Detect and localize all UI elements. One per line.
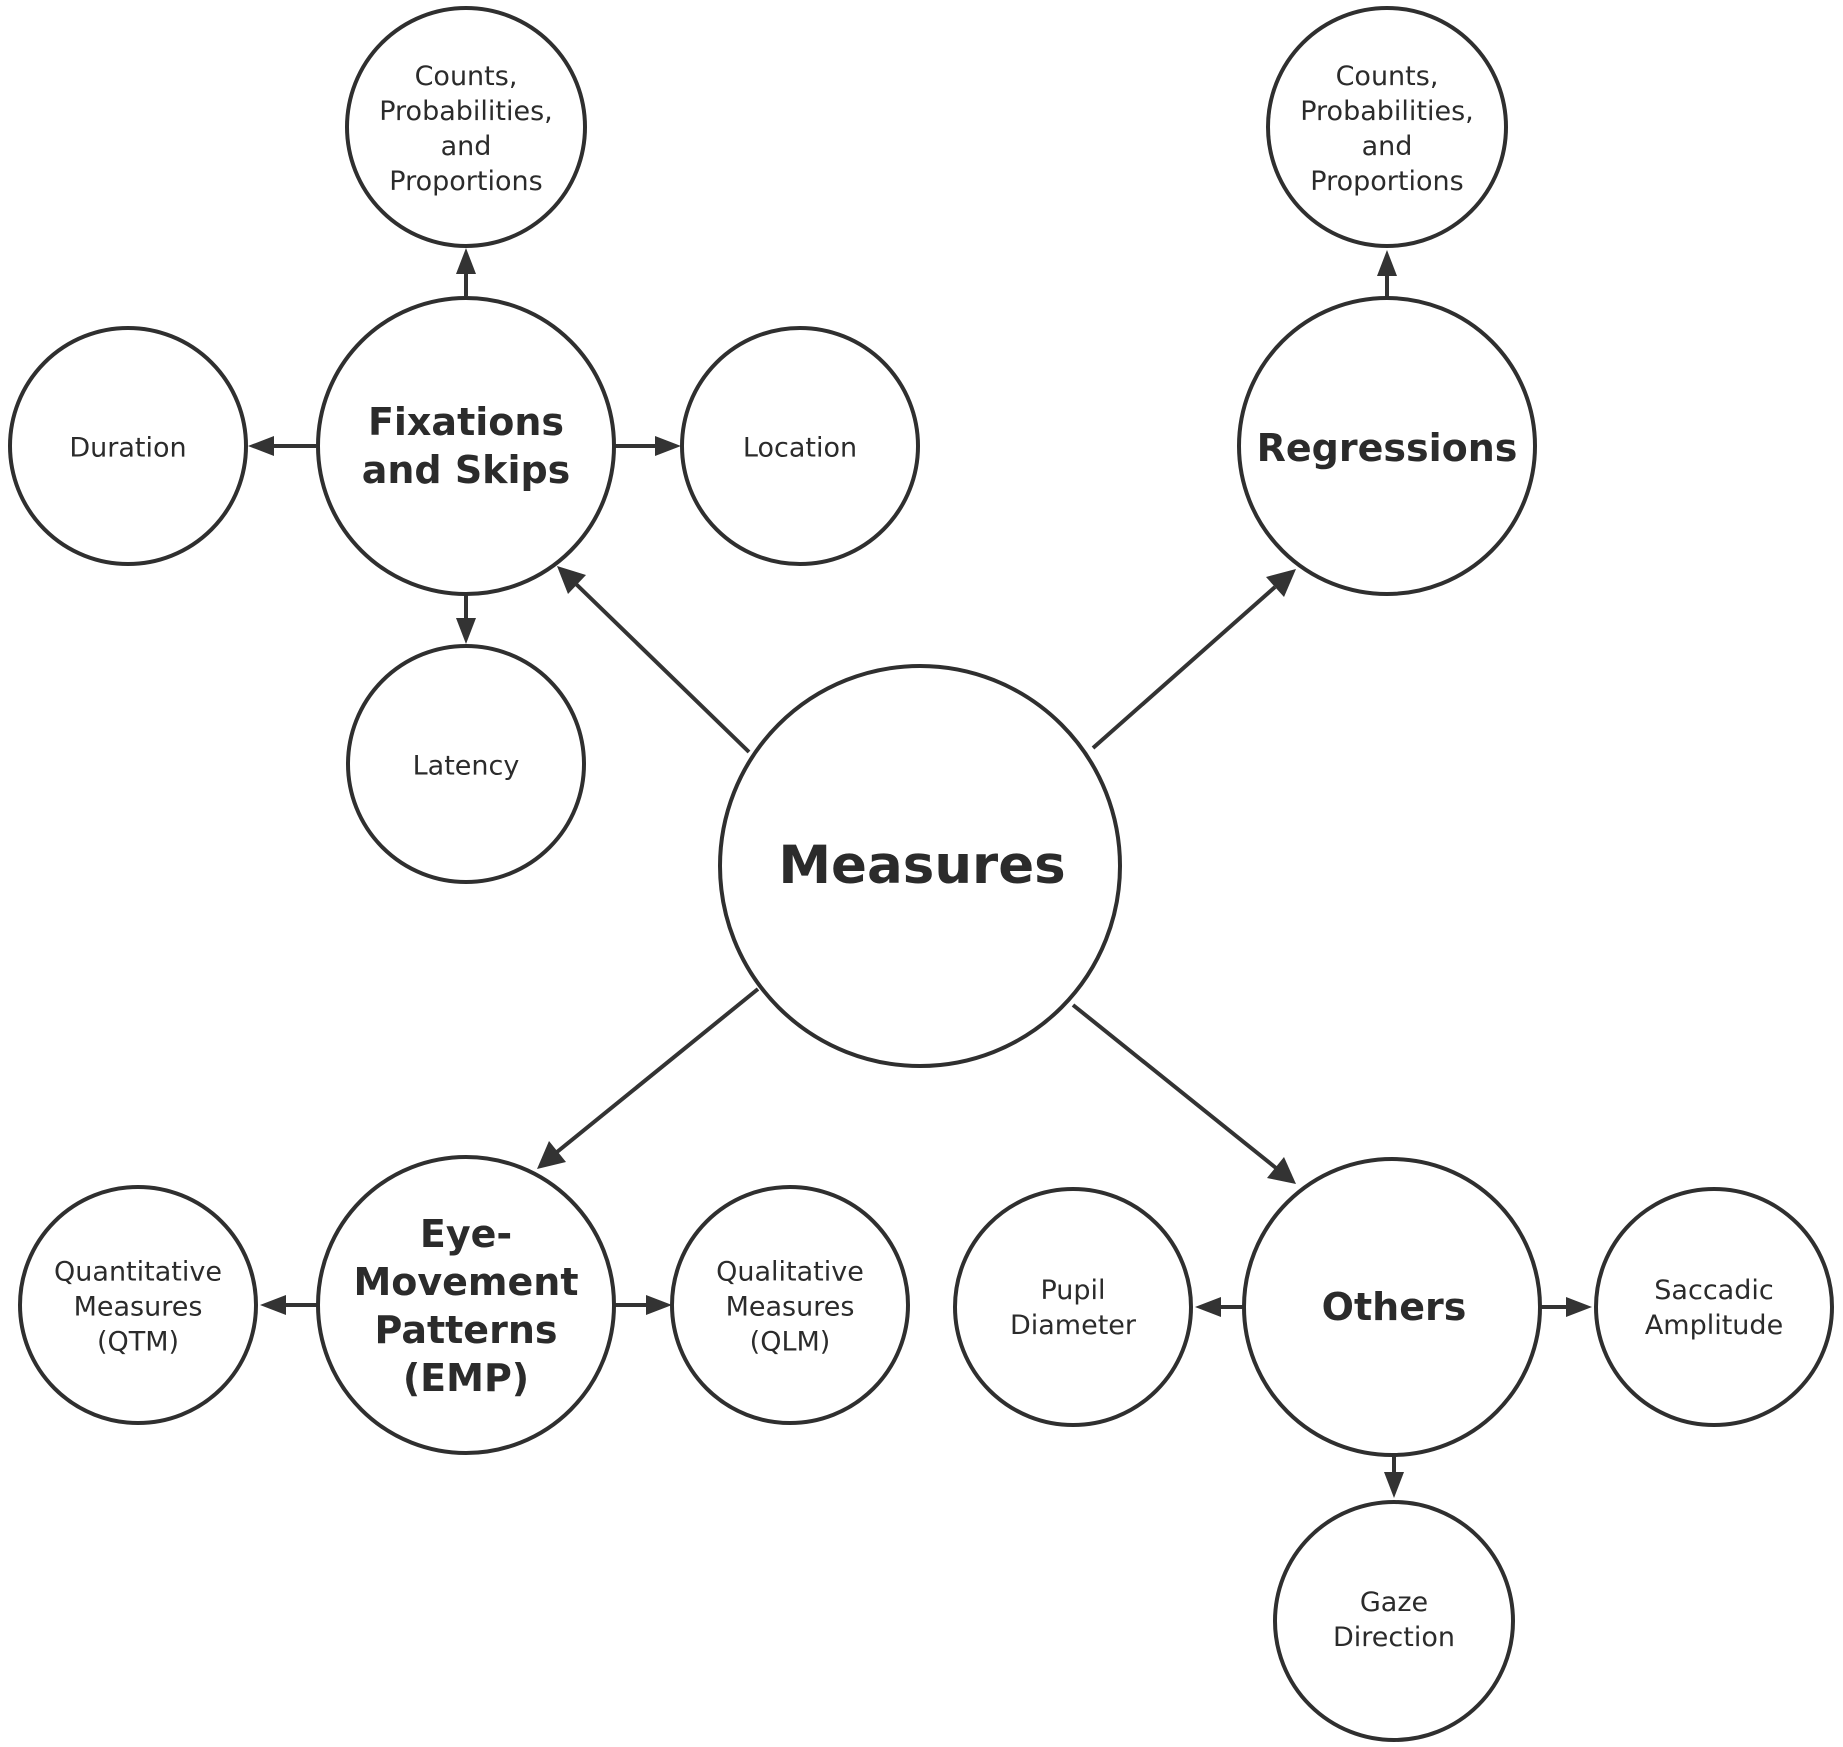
node-pupil-label: Pupil Diameter bbox=[1009, 1275, 1137, 1341]
node-measures-circle bbox=[718, 664, 1122, 1068]
arrow-emp-qtm bbox=[260, 1295, 286, 1315]
node-regressions-circle bbox=[1237, 296, 1537, 596]
node-fixations-label: Fixations and Skips bbox=[361, 400, 571, 492]
node-reg-counts-circle bbox=[1266, 6, 1508, 248]
arrow-others-pupil bbox=[1195, 1297, 1221, 1317]
edge-measures-fixations bbox=[574, 582, 751, 754]
node-saccadic-circle bbox=[1594, 1187, 1834, 1427]
node-others-label: Others bbox=[1321, 1285, 1467, 1329]
node-fixations-circle bbox=[316, 296, 616, 596]
node-measures-label: Measures bbox=[778, 835, 1066, 896]
arrow-measures-regressions bbox=[1266, 569, 1296, 597]
node-gaze-circle bbox=[1273, 1500, 1515, 1742]
arrow-fixations-counts bbox=[456, 248, 476, 274]
node-emp-label: Eye- Movement Patterns (EMP) bbox=[353, 1212, 579, 1400]
node-duration-label: Duration bbox=[69, 432, 187, 464]
node-qlm-label: Qualitative Measures (QLM) bbox=[716, 1256, 864, 1358]
node-fix-counts-circle bbox=[345, 6, 587, 248]
arrow-others-gaze bbox=[1384, 1472, 1404, 1498]
node-latency-label: Latency bbox=[412, 750, 520, 782]
node-location-label: Location bbox=[742, 432, 858, 464]
node-fix-counts-label: Counts, Probabilities, and Proportions bbox=[379, 61, 553, 197]
node-qtm-circle bbox=[18, 1185, 258, 1425]
node-reg-counts-label: Counts, Probabilities, and Proportions bbox=[1300, 61, 1474, 197]
edge-measures-emp bbox=[555, 987, 760, 1154]
edges bbox=[248, 248, 1592, 1498]
arrow-measures-others bbox=[1267, 1157, 1296, 1184]
node-saccadic-label: Saccadic Amplitude bbox=[1644, 1275, 1784, 1341]
edge-measures-regressions bbox=[1091, 585, 1277, 750]
node-duration-circle bbox=[8, 326, 248, 566]
arrow-regressions-counts bbox=[1377, 250, 1397, 276]
arrow-fixations-location bbox=[655, 436, 681, 456]
node-regressions-label: Regressions bbox=[1256, 426, 1518, 470]
arrow-others-saccadic bbox=[1566, 1297, 1592, 1317]
node-others-circle bbox=[1242, 1157, 1542, 1457]
arrow-measures-emp bbox=[537, 1141, 566, 1169]
arrow-fixations-latency bbox=[456, 618, 476, 644]
arrow-emp-qlm bbox=[646, 1295, 672, 1315]
node-emp-circle bbox=[316, 1155, 616, 1455]
node-pupil-circle bbox=[953, 1187, 1193, 1427]
node-gaze-label: Gaze Direction bbox=[1333, 1587, 1455, 1653]
nodes bbox=[8, 6, 1834, 1742]
node-qtm-label: Quantitative Measures (QTM) bbox=[54, 1256, 222, 1358]
arrow-fixations-duration bbox=[248, 436, 274, 456]
node-qlm-circle bbox=[670, 1185, 910, 1425]
arrow-measures-fixations bbox=[557, 566, 586, 594]
edge-measures-others bbox=[1071, 1003, 1278, 1170]
node-latency-circle bbox=[346, 644, 586, 884]
node-location-circle bbox=[680, 326, 920, 566]
